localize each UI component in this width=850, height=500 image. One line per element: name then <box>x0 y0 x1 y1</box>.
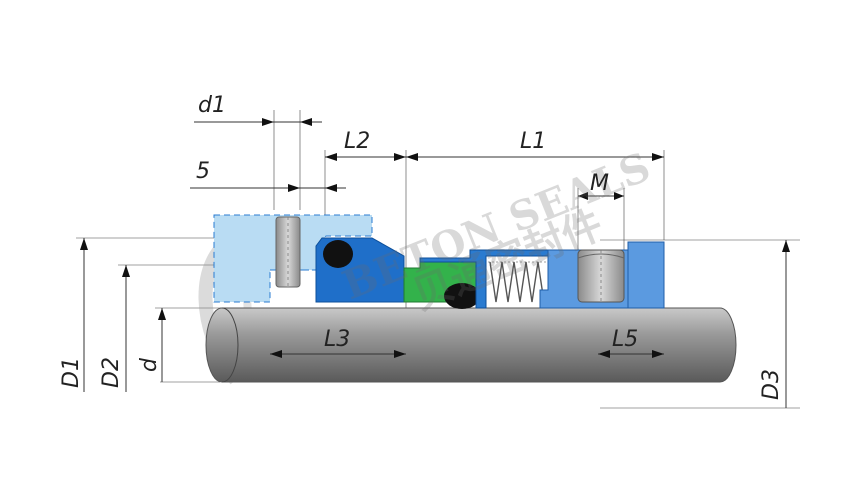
dimension-labels: d1 5 L2 L1 M L3 L5 D1 D2 d D3 <box>59 93 784 400</box>
label-big-d3: D3 <box>759 369 784 400</box>
label-m: M <box>590 171 609 196</box>
spring <box>488 261 548 303</box>
label-l5: L5 <box>612 327 638 352</box>
seat-o-ring <box>323 240 353 268</box>
label-l3: L3 <box>324 327 350 352</box>
label-d1: d1 <box>198 93 226 118</box>
label-big-d1: D1 <box>59 357 84 388</box>
shaft <box>205 307 737 383</box>
label-l1: L1 <box>520 129 546 154</box>
set-screw <box>577 249 625 303</box>
spring-retainer <box>419 249 561 309</box>
label-big-d2: D2 <box>99 357 124 388</box>
label-5: 5 <box>196 159 210 184</box>
shaft-o-ring <box>444 283 480 309</box>
label-small-d: d <box>137 357 162 372</box>
label-l2: L2 <box>344 129 370 154</box>
dimension-lines <box>80 118 790 408</box>
anti-rotation-pin <box>275 216 301 288</box>
